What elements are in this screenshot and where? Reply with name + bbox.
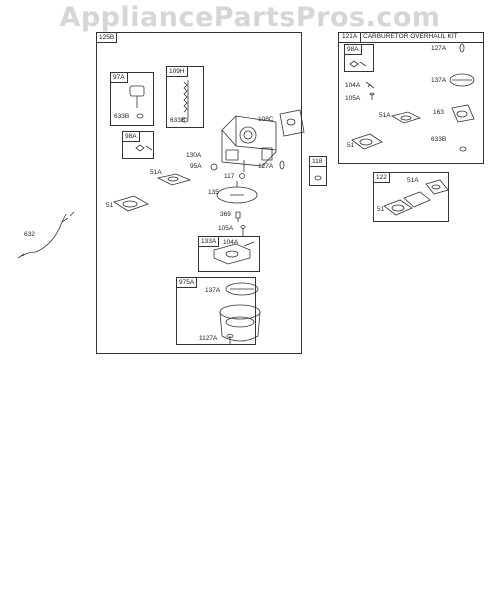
kit-122-label-51a: 51A <box>407 177 419 184</box>
washer-95a-part <box>211 164 217 170</box>
gasket-108c-part <box>280 110 304 136</box>
kit-screw-spring-part <box>350 61 366 67</box>
part-118-tag: 118 <box>309 156 327 167</box>
kit-needle-104a-part <box>366 82 374 88</box>
kit-109h-part-label: 633B <box>170 117 186 124</box>
label-51: 51 <box>106 202 114 209</box>
kit-133a: 133A 104A <box>198 236 260 272</box>
primer-bulb-part <box>130 86 144 118</box>
kit-109h: 109H 633B <box>166 66 204 128</box>
gasket-51a-part <box>158 174 190 185</box>
label-105a: 105A <box>218 225 234 232</box>
label-369: 369 <box>220 211 231 218</box>
label-108c: 108C <box>258 116 274 123</box>
throttle-cable-part <box>18 212 74 258</box>
kit-97a-part-label: 633B <box>114 113 130 120</box>
overhaul-kit-box: 121A CARBURETOR OVERHAUL KIT 98A 127A 13… <box>338 32 484 164</box>
screw-1127a-part <box>227 335 233 345</box>
pin-117-part <box>240 174 245 179</box>
screw-spring-part <box>136 145 152 151</box>
kit-98a-tag: 98A <box>122 131 140 142</box>
kit-plug-127a-part <box>460 44 464 52</box>
kit-975a: 975A 137A 1127A <box>176 277 256 345</box>
diaphragm-137a-part <box>226 283 258 295</box>
overhaul-subkit-98a-tag: 98A <box>344 44 362 55</box>
kit-gasket-51a-part <box>392 112 420 123</box>
label-95a: 95A <box>190 163 202 170</box>
assembly-tag: 125B <box>96 32 118 43</box>
screw-105a-part <box>241 226 245 237</box>
fuel-bowl-975a-part <box>220 305 260 341</box>
kit-122-tag: 122 <box>373 172 390 183</box>
bowl-133a-part <box>214 242 254 264</box>
overhaul-label-163: 163 <box>433 109 444 116</box>
spacer-51-part <box>114 196 148 211</box>
label-130a: 130A <box>186 152 202 159</box>
label-135: 135 <box>208 189 219 196</box>
label-127a: 127A <box>258 163 274 170</box>
kit-diaphragm-137a-part <box>450 74 474 86</box>
overhaul-kit-header: 121A CARBURETOR OVERHAUL KIT <box>339 32 483 43</box>
kit-975a-bottom-label: 1127A <box>199 335 218 342</box>
float-135-part <box>217 181 257 203</box>
part-118-box: 118 <box>309 156 327 186</box>
kit-109h-tag: 109H <box>166 66 188 77</box>
plug-127a-part <box>280 161 284 169</box>
label-117: 117 <box>224 173 235 180</box>
kit-97a-tag: 97A <box>110 72 128 83</box>
assembly-box: 125B <box>96 32 302 354</box>
cable-label: 632 <box>24 231 35 238</box>
overhaul-label-105a: 105A <box>345 95 361 102</box>
needle-369-part <box>236 212 240 222</box>
kit-122-label-51: 51 <box>377 206 385 213</box>
overhaul-label-51: 51 <box>347 142 355 149</box>
overhaul-label-104a: 104A <box>345 82 361 89</box>
label-51a: 51A <box>150 169 162 176</box>
kit-98a: 98A <box>122 131 154 159</box>
overhaul-kit-title: CARBURETOR OVERHAUL KIT <box>363 33 458 40</box>
overhaul-label-137a: 137A <box>431 77 447 84</box>
watermark: AppliancePartsPros.com <box>59 2 441 33</box>
kit-975a-tag: 975A <box>176 277 198 288</box>
overhaul-label-127a: 127A <box>431 45 447 52</box>
kit-washer-633b-part <box>460 147 466 151</box>
kit-spacer-51-part <box>352 134 382 149</box>
overhaul-kit-number: 121A <box>339 32 362 42</box>
washer-118-part <box>315 176 321 180</box>
overhaul-subkit-98a: 98A <box>344 44 374 72</box>
spring-linkage-part <box>182 80 188 122</box>
carburetor-body <box>222 116 276 172</box>
kit122-spacer-51-part <box>384 192 430 215</box>
kit-122-box: 122 51A 51 <box>373 172 449 222</box>
kit-975a-top-label: 137A <box>205 287 221 294</box>
overhaul-label-633b: 633B <box>431 136 447 143</box>
kit-screw-105a-part <box>370 93 374 100</box>
overhaul-label-51a: 51A <box>379 112 391 119</box>
kit-gasket-163-part <box>452 105 474 122</box>
kit-97a: 97A 633B <box>110 72 154 126</box>
kit-133a-tag: 133A <box>198 236 220 247</box>
kit-133a-part-label: 104A <box>223 239 239 246</box>
